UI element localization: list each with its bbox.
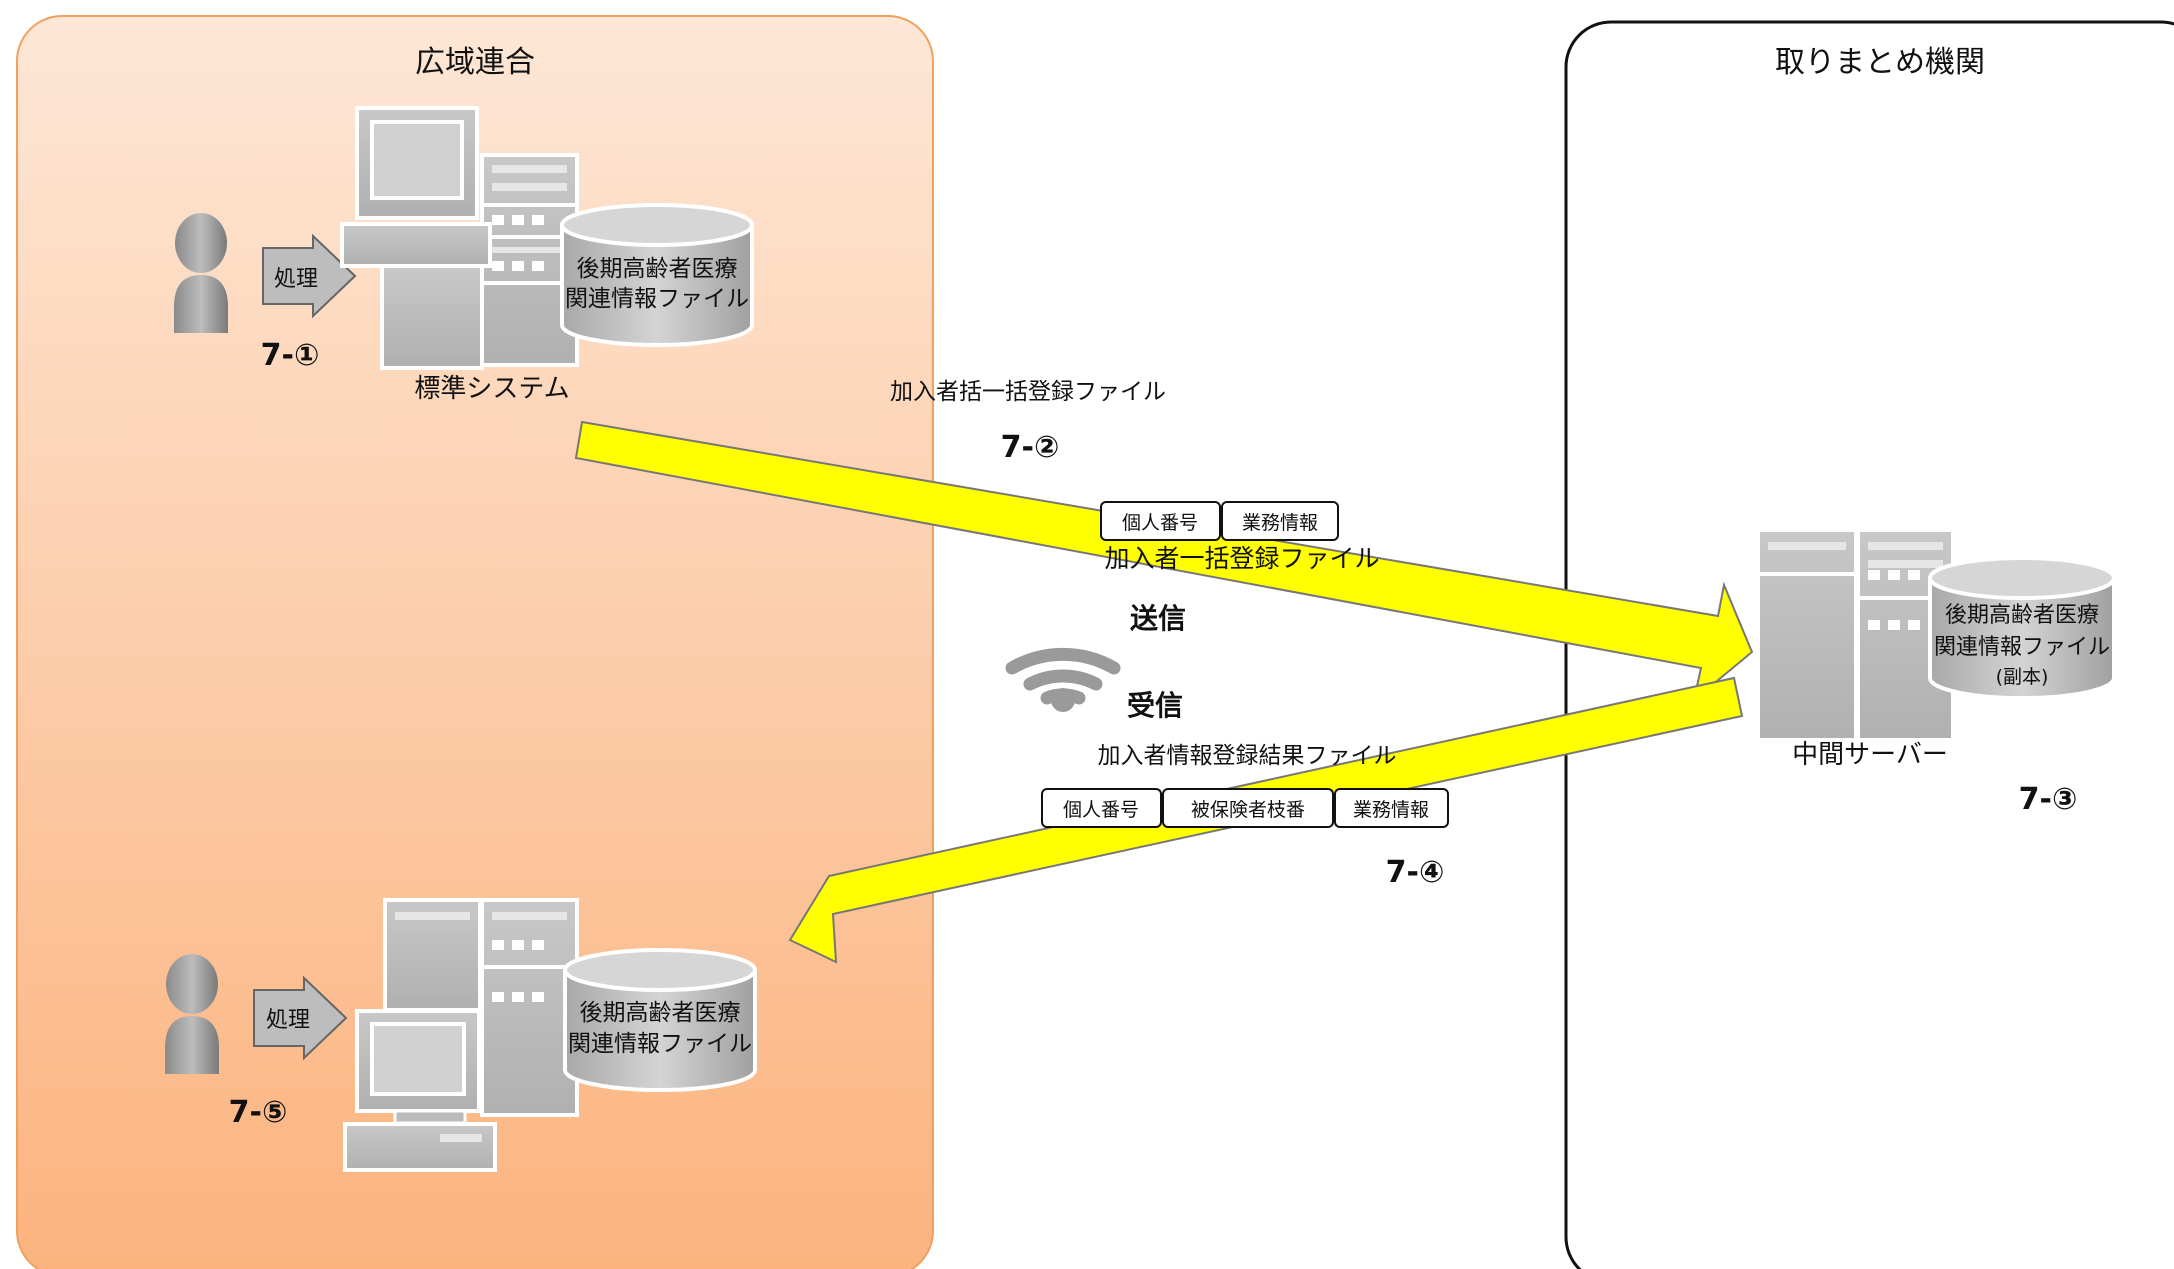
svg-text:個人番号: 個人番号 (1063, 799, 1139, 821)
svg-text:業務情報: 業務情報 (1242, 512, 1318, 534)
svg-text:業務情報: 業務情報 (1353, 799, 1429, 821)
top-db-line1: 後期高齢者医療 (577, 256, 738, 282)
middle-db-line2: 関連情報ファイル (1934, 635, 2110, 660)
bottom-db-line1: 後期高齢者医療 (580, 1000, 741, 1026)
receive-label: 受信 (1127, 689, 1183, 722)
receive-field-business-info: 業務情報 (1334, 788, 1449, 828)
middle-database-cylinder-icon (1928, 556, 2116, 700)
receive-file-title: 加入者情報登録結果ファイル (1098, 743, 1397, 769)
middle-server-tower-icon (1756, 528, 1955, 742)
top-step-label: 7-① (261, 338, 320, 373)
right-region-title: 取りまとめ機関 (1775, 45, 1985, 80)
middle-db-line3: (副本) (1996, 666, 2049, 688)
receive-field-personal-number: 個人番号 (1041, 788, 1162, 828)
send-file-title: 加入者括一括登録ファイル (890, 379, 1166, 405)
middle-db-line1: 後期高齢者医療 (1945, 603, 2099, 628)
send-field-personal-number: 個人番号 (1100, 501, 1221, 541)
middle-step-label: 7-③ (2019, 782, 2078, 817)
top-system-label: 標準システム (414, 374, 569, 404)
send-file-caption: 加入者一括登録ファイル (1104, 544, 1379, 573)
top-desktop-computer-icon (340, 106, 492, 370)
receive-step-label: 7-④ (1386, 855, 1445, 890)
top-db-line2: 関連情報ファイル (565, 286, 749, 312)
receive-field-insured-branch-number: 被保険者枝番 (1162, 788, 1334, 828)
middle-server-label: 中間サーバー (1792, 740, 1948, 770)
wifi-icon (1005, 647, 1121, 712)
send-field-business-info: 業務情報 (1221, 501, 1339, 541)
bottom-process-label: 処理 (266, 1008, 310, 1033)
send-step-label: 7-② (1001, 430, 1060, 465)
bottom-step-label: 7-⑤ (229, 1095, 288, 1130)
send-arrow (574, 420, 1754, 703)
top-process-label: 処理 (274, 267, 318, 292)
svg-text:個人番号: 個人番号 (1122, 512, 1198, 534)
receive-arrow-render (788, 676, 1744, 964)
bottom-db-line2: 関連情報ファイル (568, 1031, 752, 1057)
svg-text:被保険者枝番: 被保険者枝番 (1191, 799, 1305, 821)
left-region-title: 広域連合 (415, 45, 535, 80)
bottom-desktop-computer-icon (343, 1009, 497, 1172)
send-label: 送信 (1130, 602, 1186, 635)
bottom-server-tower-icon (383, 898, 579, 1117)
